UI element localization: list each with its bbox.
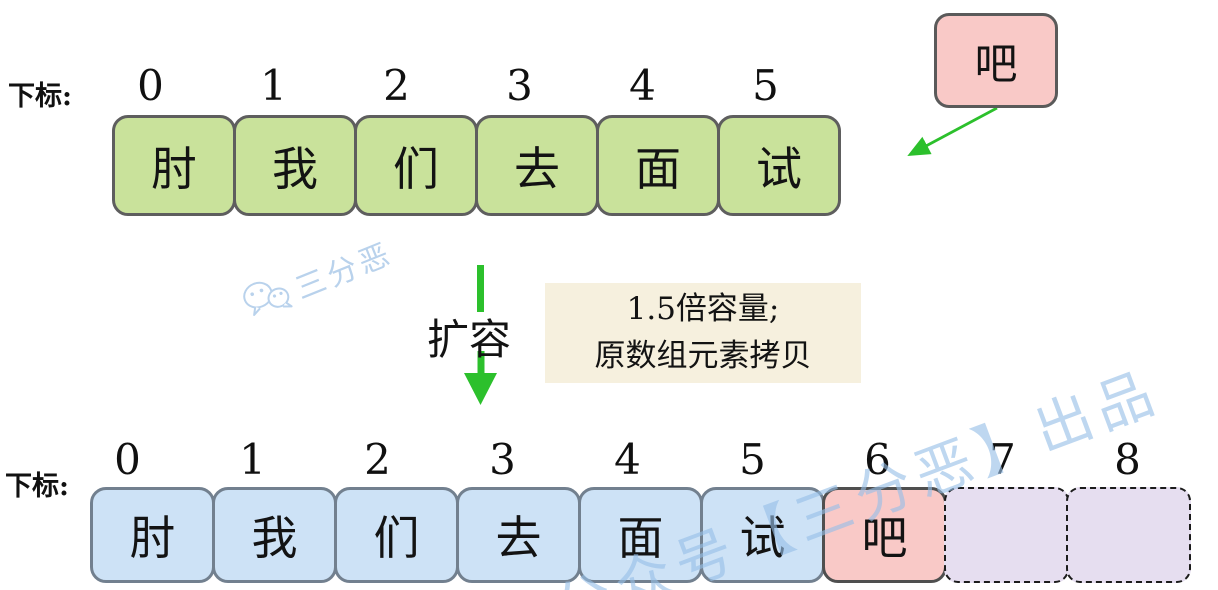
- wechat-icon: [243, 281, 293, 317]
- index-label: 2: [383, 61, 410, 110]
- array-cell: 面: [596, 115, 720, 216]
- array-cell: 试: [717, 115, 841, 216]
- top-index-caption: 下标:: [8, 81, 72, 112]
- array-cell: 肘: [90, 487, 215, 583]
- bottom-index-caption: 下标:: [5, 471, 69, 502]
- wechat-watermark: 三分恶: [238, 229, 399, 328]
- array-cell-new: 吧: [822, 487, 947, 583]
- index-label: 0: [114, 435, 141, 484]
- index-label: 5: [739, 435, 766, 484]
- index-label: 4: [629, 61, 656, 110]
- array-cell: 面: [578, 487, 703, 583]
- expand-arrow-dash: [477, 265, 484, 312]
- array-cell: 试: [700, 487, 825, 583]
- expansion-note-box: 1.5倍容量; 原数组元素拷贝: [545, 283, 861, 383]
- array-cell: 们: [354, 115, 478, 216]
- array-cell: 去: [475, 115, 599, 216]
- index-label: 1: [239, 435, 266, 484]
- index-label: 8: [1114, 435, 1141, 484]
- index-label: 1: [260, 61, 287, 110]
- array-cell: 们: [334, 487, 459, 583]
- array-cell: 我: [212, 487, 337, 583]
- array-cell: 我: [233, 115, 357, 216]
- bottom-index-row: 0 1 2 3 4 5 6 7 8: [65, 436, 1190, 484]
- index-label: 4: [614, 435, 641, 484]
- expand-arrow-head-icon: [464, 351, 497, 405]
- wechat-watermark-text: 三分恶: [290, 236, 399, 307]
- index-label: 2: [364, 435, 391, 484]
- array-cell: 肘: [112, 115, 236, 216]
- array-cell-empty: [1066, 487, 1191, 583]
- bottom-array-row: 肘 我 们 去 面 试 吧: [90, 487, 1191, 583]
- expand-label-text: 扩容: [427, 315, 512, 364]
- note-line: 原数组元素拷贝: [594, 338, 812, 374]
- index-label: 5: [752, 61, 779, 110]
- array-cell: 去: [456, 487, 581, 583]
- array-cell-empty: [944, 487, 1069, 583]
- top-index-row: 0 1 2 3 4 5: [89, 62, 827, 110]
- index-label: 0: [137, 61, 164, 110]
- top-array-row: 肘 我 们 去 面 试: [112, 115, 841, 216]
- index-label: 6: [864, 435, 891, 484]
- new-element-box: 吧: [934, 13, 1058, 108]
- index-label: 7: [989, 435, 1016, 484]
- expand-label: 扩容: [427, 306, 511, 367]
- index-label: 3: [489, 435, 516, 484]
- insert-arrow-icon: [907, 106, 998, 156]
- note-line: 1.5倍容量;: [626, 291, 780, 327]
- index-label: 3: [506, 61, 533, 110]
